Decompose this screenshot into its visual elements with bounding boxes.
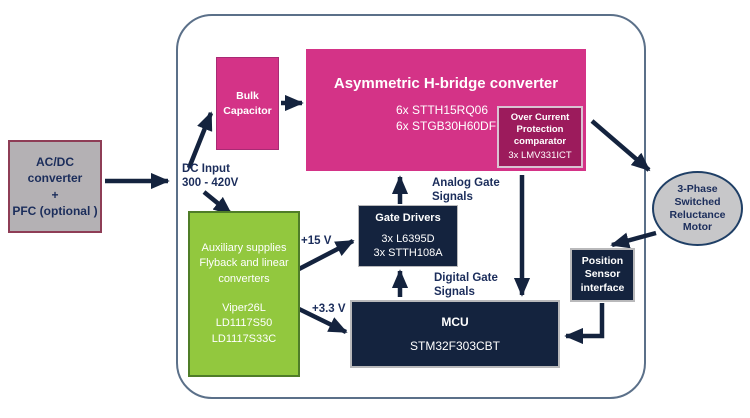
gate-drivers-title: Gate Drivers [375,211,441,224]
hbridge-part-numbers: 6x STTH15RQ06 6x STGB30H60DFB [396,103,504,134]
mcu-block: MCU STM32F303CBT [350,300,560,368]
dc-input-line: 300 - 420V [182,177,239,190]
ocp-title-line: Protection [516,123,564,135]
hbridge-title: Asymmetric H-bridge converter [333,75,559,92]
hbridge-part: 6x STTH15RQ06 [396,103,489,117]
position-sensor-interface-block: Position Sensor interface [570,248,635,302]
auxiliary-supplies-block: Auxiliary supplies Flyback and linear co… [188,211,300,377]
ocp-part-number: 3x LMV331ICT [508,150,572,162]
gate-drivers-block: Gate Drivers 3x L6395D 3x STTH108A [358,205,458,267]
bulk-capacitor-label: Capacitor [223,104,272,117]
hbridge-converter-block: Asymmetric H-bridge converter 6x STTH15R… [306,49,586,171]
ocp-title-line: Over Current [510,112,570,123]
plus3v3-label: +3.3 V [312,303,346,315]
aux-part: LD1117S50 [215,317,273,330]
aux-desc-line: converters [218,272,270,285]
aux-desc-line: Auxiliary supplies [201,241,287,254]
psi-line: Sensor [584,268,621,281]
psi-line: interface [580,281,625,294]
dc-input-label: DC Input 300 - 420V [182,162,238,191]
digital-gate-signals-label: Digital Gate Signals [434,271,498,300]
acdc-line: AC/DC [36,155,74,170]
hbridge-part: 6x STGB30H60DFB [396,118,505,133]
plus15v-label: +15 V [301,235,332,247]
aux-part: Viper26L [222,302,266,314]
psi-line: Position [581,254,624,267]
digital-label-line: Digital Gate [434,272,498,284]
analog-label-line: Analog Gate [432,177,500,189]
analog-label-line: Signals [432,191,473,204]
gate-drivers-parts: 3x L6395D 3x STTH108A [373,232,442,262]
gate-drivers-part: 3x STTH108A [373,247,443,260]
motor-line: Reluctance [669,208,726,221]
motor-ellipse: 3-Phase Switched Reluctance Motor [652,171,743,246]
dc-input-line: DC Input [182,163,230,175]
ocp-title-line: comparator [513,135,567,147]
acdc-converter-block: AC/DC converter + PFC (optional ) [8,140,102,233]
analog-gate-signals-label: Analog Gate Signals [432,176,500,205]
aux-part: LD1117S33C [211,332,277,345]
acdc-line: + [51,187,59,202]
bulk-capacitor-label: Bulk [236,89,259,102]
motor-line: Motor [682,221,713,234]
ocp-title: Over Current Protection comparator [501,112,579,148]
aux-desc-line: Flyback and linear [199,257,289,270]
gate-drivers-part: 3x L6395D [381,232,435,245]
acdc-line: PFC (optional ) [12,203,98,218]
digital-label-line: Signals [434,286,475,299]
mcu-title: MCU [441,315,469,329]
acdc-line: converter [27,171,83,186]
mcu-part-number: STM32F303CBT [409,339,501,353]
bulk-capacitor-block: Bulk Capacitor [216,57,279,150]
motor-line: Switched [674,195,721,208]
motor-line: 3-Phase [677,183,718,196]
overcurrent-protection-block: Over Current Protection comparator 3x LM… [497,106,583,168]
